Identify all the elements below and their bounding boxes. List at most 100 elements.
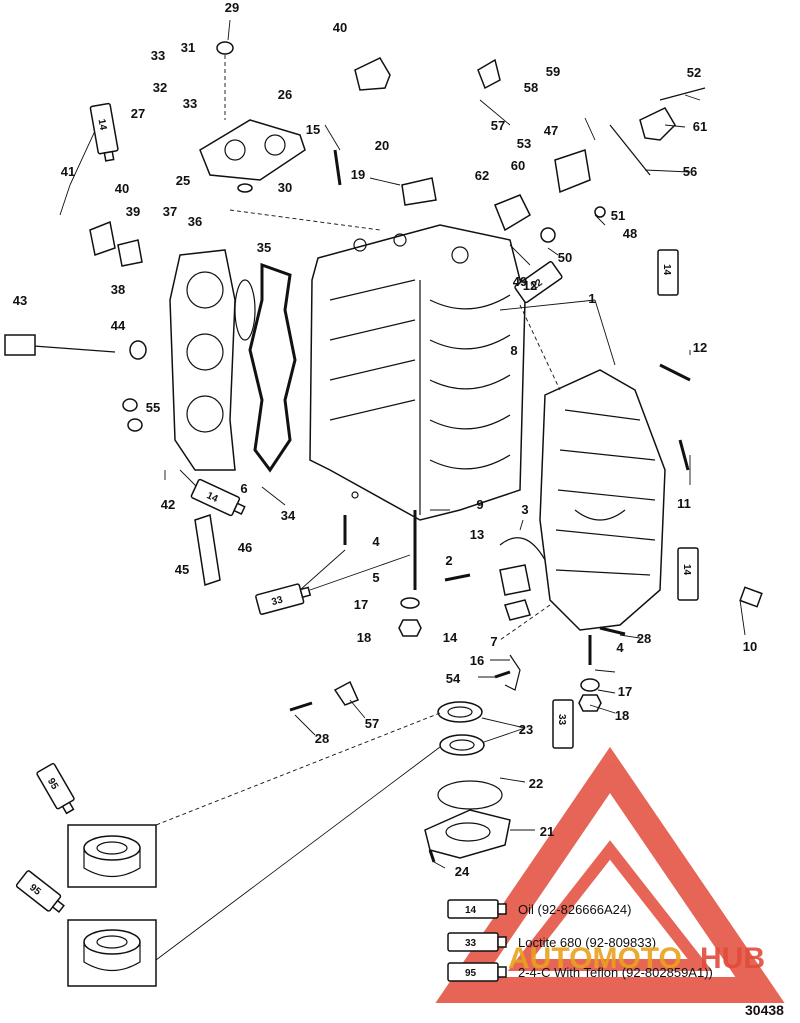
legend-item-loctite: 33 Loctite 680 (92-809833) bbox=[447, 932, 656, 952]
callout-number: 54 bbox=[446, 671, 461, 686]
watermark-word-1: AUTOMOTO bbox=[508, 942, 682, 975]
callout-number: 28 bbox=[315, 731, 329, 746]
seal-detail-inset-2 bbox=[67, 919, 157, 987]
legend-text: Loctite 680 (92-809833) bbox=[518, 935, 656, 950]
callout-number: 31 bbox=[181, 40, 195, 55]
callout-number: 62 bbox=[475, 168, 489, 183]
top-cover bbox=[199, 119, 306, 181]
bracket-62 bbox=[494, 194, 531, 232]
callout-number: 47 bbox=[544, 123, 558, 138]
head-gasket bbox=[248, 262, 297, 473]
callout-number: 60 bbox=[511, 158, 525, 173]
callout-number: 45 bbox=[175, 562, 189, 577]
callout-number: 32 bbox=[153, 80, 167, 95]
callout-number: 4 bbox=[616, 640, 624, 655]
callout-number: 49 bbox=[513, 274, 527, 289]
seal-detail-inset-1 bbox=[67, 824, 157, 888]
callout-number: 38 bbox=[111, 282, 125, 297]
watermark-word-2: HUB bbox=[700, 942, 765, 975]
callout-number: 18 bbox=[357, 630, 371, 645]
callout-number: 20 bbox=[375, 138, 389, 153]
callout-number: 46 bbox=[238, 540, 252, 555]
crankcase-cover bbox=[539, 369, 666, 631]
callout-number: 17 bbox=[354, 597, 368, 612]
callout-number: 34 bbox=[281, 508, 296, 523]
callout-number: 12 bbox=[693, 340, 707, 355]
callout-number: 52 bbox=[687, 65, 701, 80]
callout-number: 35 bbox=[257, 240, 271, 255]
callout-number: 28 bbox=[637, 631, 651, 646]
tube-label: 14 bbox=[205, 490, 220, 505]
seal-and-plate-group bbox=[424, 701, 511, 863]
callout-number: 36 bbox=[188, 214, 202, 229]
legend-code: 95 bbox=[465, 968, 477, 979]
callout-number: 12 bbox=[523, 278, 537, 293]
callout-number: 22 bbox=[529, 776, 543, 791]
callout-number: 24 bbox=[455, 864, 470, 879]
legend-item-teflon: 95 2-4-C With Teflon (92-802859A1)) bbox=[447, 962, 713, 982]
callout-number: 9 bbox=[476, 497, 483, 512]
fitting-40 bbox=[354, 57, 391, 91]
fitting-53 bbox=[554, 149, 591, 194]
callout-number: 30 bbox=[278, 180, 292, 195]
fitting-40-left bbox=[89, 220, 116, 256]
callout-number: 43 bbox=[13, 293, 27, 308]
tube-label: 14 bbox=[661, 264, 672, 276]
watermark-triangle bbox=[435, 746, 785, 1003]
callout-number: 19 bbox=[351, 167, 365, 182]
callout-number: 1 bbox=[588, 291, 595, 306]
callout-number: 50 bbox=[558, 250, 572, 265]
callout-number: 57 bbox=[365, 716, 379, 731]
callout-number: 13 bbox=[470, 527, 484, 542]
fitting-61 bbox=[639, 107, 676, 141]
tube-label: 95 bbox=[45, 776, 60, 792]
callout-number: 40 bbox=[115, 181, 129, 196]
tube-label: 14 bbox=[96, 118, 109, 131]
callout-number: 53 bbox=[517, 136, 531, 151]
callout-number: 6 bbox=[240, 481, 247, 496]
callout-number: 25 bbox=[176, 173, 190, 188]
callout-number: 39 bbox=[126, 204, 140, 219]
callout-number: 33 bbox=[183, 96, 197, 111]
watermark-text: AUTOMOTO HUB bbox=[508, 942, 765, 975]
callout-number: 58 bbox=[524, 80, 538, 95]
legend-text: Oil (92-826666A24) bbox=[518, 902, 631, 917]
callout-number: 4 bbox=[372, 534, 380, 549]
legend-code: 33 bbox=[465, 938, 477, 949]
legend-item-oil: 14 Oil (92-826666A24) bbox=[447, 899, 631, 919]
callout-number: 15 bbox=[306, 122, 320, 137]
callout-number: 17 bbox=[618, 684, 632, 699]
legend-code: 14 bbox=[465, 905, 477, 916]
tube-label: 33 bbox=[270, 595, 284, 609]
callout-number: 44 bbox=[111, 318, 126, 333]
callout-number: 48 bbox=[623, 226, 637, 241]
callout-number: 61 bbox=[693, 119, 707, 134]
figure-number: 30438 bbox=[745, 1002, 784, 1018]
callout-number: 29 bbox=[225, 0, 239, 15]
legend-text: 2-4-C With Teflon (92-802859A1)) bbox=[518, 965, 713, 980]
callout-number: 37 bbox=[163, 204, 177, 219]
callout-number: 42 bbox=[161, 497, 175, 512]
callout-number: 59 bbox=[546, 64, 560, 79]
tube-label: 14 bbox=[681, 564, 692, 576]
callout-number: 55 bbox=[146, 400, 160, 415]
callout-number: 8 bbox=[510, 343, 517, 358]
legend: 14 Oil (92-826666A24) 33 Loctite 680 (92… bbox=[447, 899, 713, 982]
tube-label: 33 bbox=[556, 714, 567, 726]
callout-number: 7 bbox=[490, 634, 497, 649]
callout-number: 16 bbox=[470, 653, 484, 668]
callout-number: 40 bbox=[333, 20, 347, 35]
callout-number: 21 bbox=[540, 824, 554, 839]
callout-number: 23 bbox=[519, 722, 533, 737]
callout-number: 2 bbox=[445, 553, 452, 568]
callout-number: 5 bbox=[372, 570, 379, 585]
callout-number: 14 bbox=[443, 630, 458, 645]
callout-number: 57 bbox=[491, 118, 505, 133]
cylinder-block bbox=[309, 224, 526, 521]
callout-number: 18 bbox=[615, 708, 629, 723]
callout-number: 41 bbox=[61, 164, 75, 179]
leader-lines bbox=[59, 19, 746, 961]
